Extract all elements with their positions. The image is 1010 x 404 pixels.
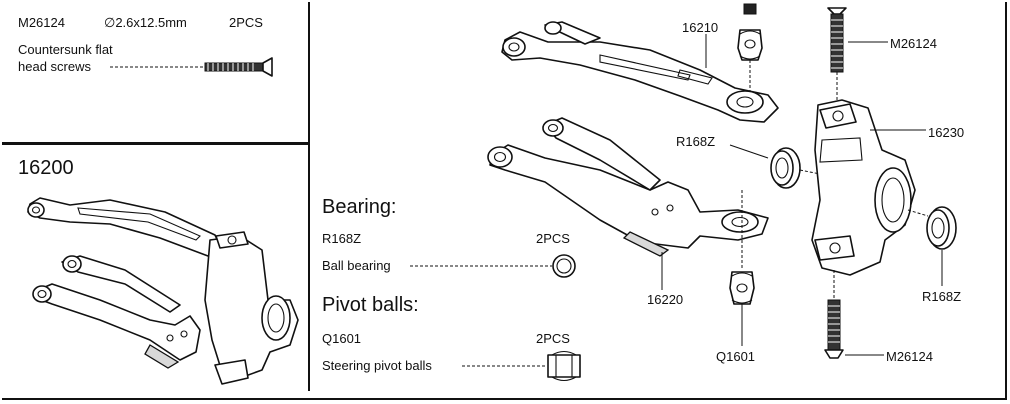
callout-bearing-right: R168Z — [922, 289, 962, 304]
screw-part-number: M26124 — [18, 15, 65, 30]
pivot-ball-icon — [462, 350, 581, 382]
ball-bearing-icon — [410, 254, 576, 278]
callout-upper-arm: 16210 — [682, 20, 719, 35]
assembly-part-number: 16200 — [18, 157, 74, 179]
pivot-part-number: Q1601 — [322, 331, 362, 346]
pivot-quantity: 2PCS — [536, 331, 570, 346]
callout-lower-arm: 16220 — [647, 292, 684, 307]
bearing-quantity: 2PCS — [536, 231, 570, 246]
bearing-heading: Bearing: — [322, 196, 397, 218]
assembled-suspension-illustration — [27, 197, 299, 385]
countersunk-screw-icon — [110, 57, 273, 77]
pivot-ball-top-illustration — [737, 3, 763, 92]
upper-arm-16210-illustration — [501, 21, 779, 123]
callout-screw-top: M26124 — [890, 36, 937, 51]
lower-arm-16220-illustration — [487, 117, 769, 290]
bearing-part-number: R168Z — [322, 231, 362, 246]
callout-screw-bottom: M26124 — [886, 349, 933, 364]
pivot-ball-bottom-illustration — [729, 190, 755, 346]
knuckle-16230-illustration — [811, 99, 926, 276]
screw-name-line2: head screws — [18, 59, 91, 74]
bearing-name: Ball bearing — [322, 258, 391, 273]
screw-top-illustration — [827, 7, 888, 100]
callout-bearing-left: R168Z — [676, 134, 716, 149]
screw-size: ∅2.6x12.5mm — [104, 15, 187, 30]
assembly-box — [2, 143, 310, 391]
screw-quantity: 2PCS — [229, 15, 263, 30]
pivot-heading: Pivot balls: — [322, 294, 419, 316]
bearing-right-illustration — [907, 206, 957, 286]
bearing-left-illustration — [729, 144, 831, 189]
screw-name-line1: Countersunk flat — [18, 42, 113, 57]
screw-bottom-illustration — [824, 270, 884, 359]
callout-knuckle: 16230 — [928, 125, 965, 140]
pivot-name: Steering pivot balls — [322, 358, 432, 373]
callout-pivot-ball: Q1601 — [716, 349, 756, 364]
